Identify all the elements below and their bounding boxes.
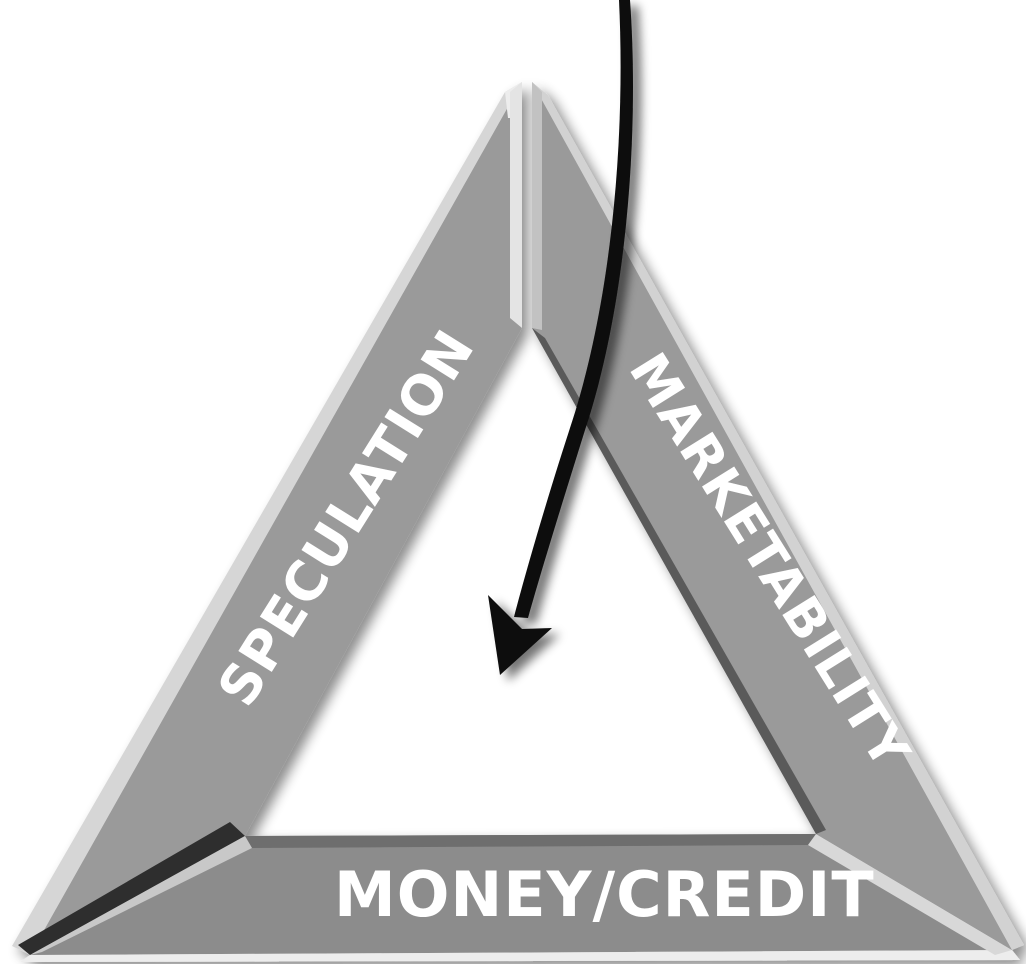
side-money-credit-top-bevel [245, 834, 816, 848]
side-speculation-highlight [12, 82, 522, 955]
side-speculation-inner-bevel [510, 82, 522, 328]
side-speculation-corner-shadow [18, 822, 245, 955]
side-money-credit-right-bevel [808, 834, 1012, 955]
arrow-head [488, 595, 552, 675]
side-marketability [532, 82, 1024, 955]
side-money-credit-left-bevel [30, 836, 252, 955]
side-money-credit-face [30, 834, 1012, 955]
side-money-credit-bottom-highlight [20, 950, 1020, 962]
side-money-credit [20, 834, 1020, 962]
side-marketability-inner-shadow [532, 328, 826, 834]
side-speculation [12, 82, 522, 955]
curved-arrow-icon [488, 0, 633, 675]
side-marketability-outer-bevel [532, 82, 1024, 950]
arrow-shaft [514, 0, 633, 618]
side-marketability-spine [532, 82, 542, 330]
label-money-credit: MONEY/CREDIT [334, 858, 875, 931]
